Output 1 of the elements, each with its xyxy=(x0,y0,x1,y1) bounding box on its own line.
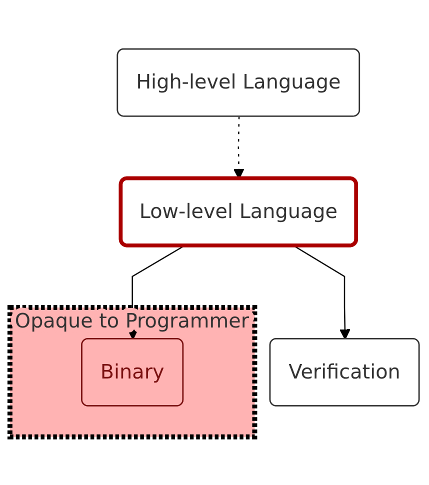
arrow xyxy=(294,245,350,340)
